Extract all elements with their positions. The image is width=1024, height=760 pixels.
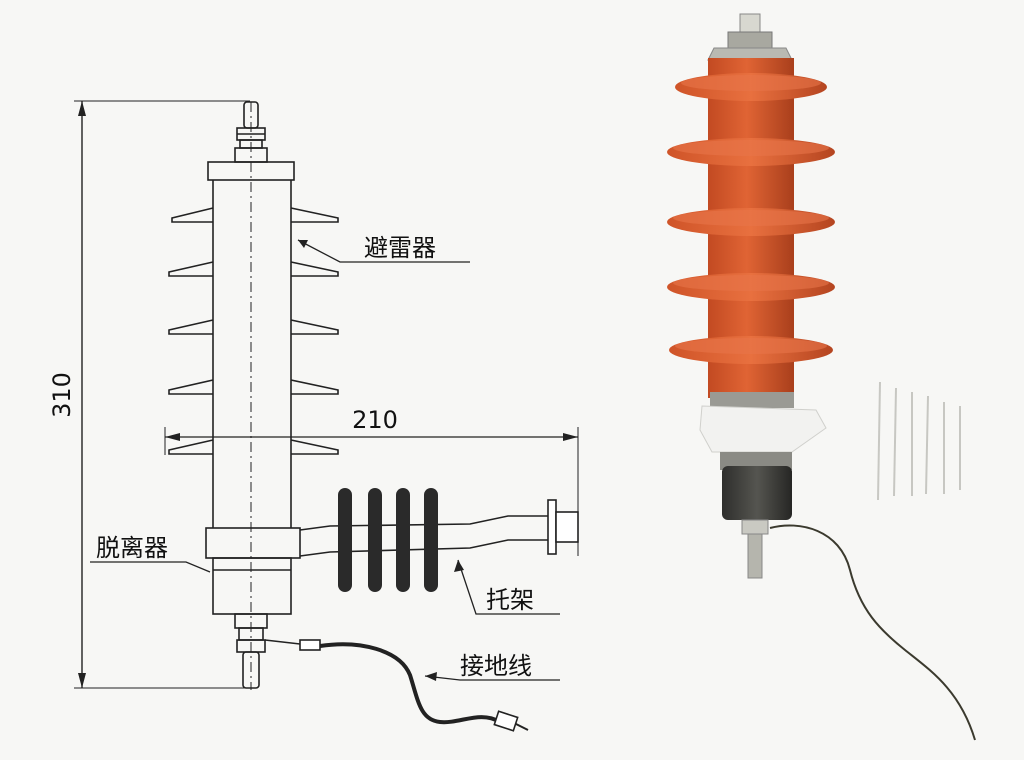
arrester-label: 避雷器 [364,234,436,262]
bracket-insulator-fins [338,488,438,592]
disconnector-body [205,527,301,615]
arrester-photo [667,13,976,741]
photo-base-collar [699,392,827,453]
photo-background-marks [877,381,961,501]
arrester-housing [207,102,295,690]
photo-sheds [667,73,835,364]
photo-ground-wire [769,524,976,741]
photo-top-cap [707,13,793,61]
ground-wire-label: 接地线 [460,652,532,680]
mounting-bracket [299,499,579,557]
leader-lines [90,239,560,681]
arrester-sheds [168,207,339,455]
height-dimension [74,100,250,689]
bracket-label: 托架 [486,586,534,614]
width-dimension [164,427,579,556]
photo-disconnector [720,452,792,579]
height-dimension-label: 310 [48,372,76,418]
width-dimension-label: 210 [352,406,398,434]
technical-drawing: 310 [48,100,579,732]
bottom-terminal [234,613,268,689]
ground-wire-drawing [264,639,529,732]
disconnector-label: 脱离器 [96,534,168,562]
